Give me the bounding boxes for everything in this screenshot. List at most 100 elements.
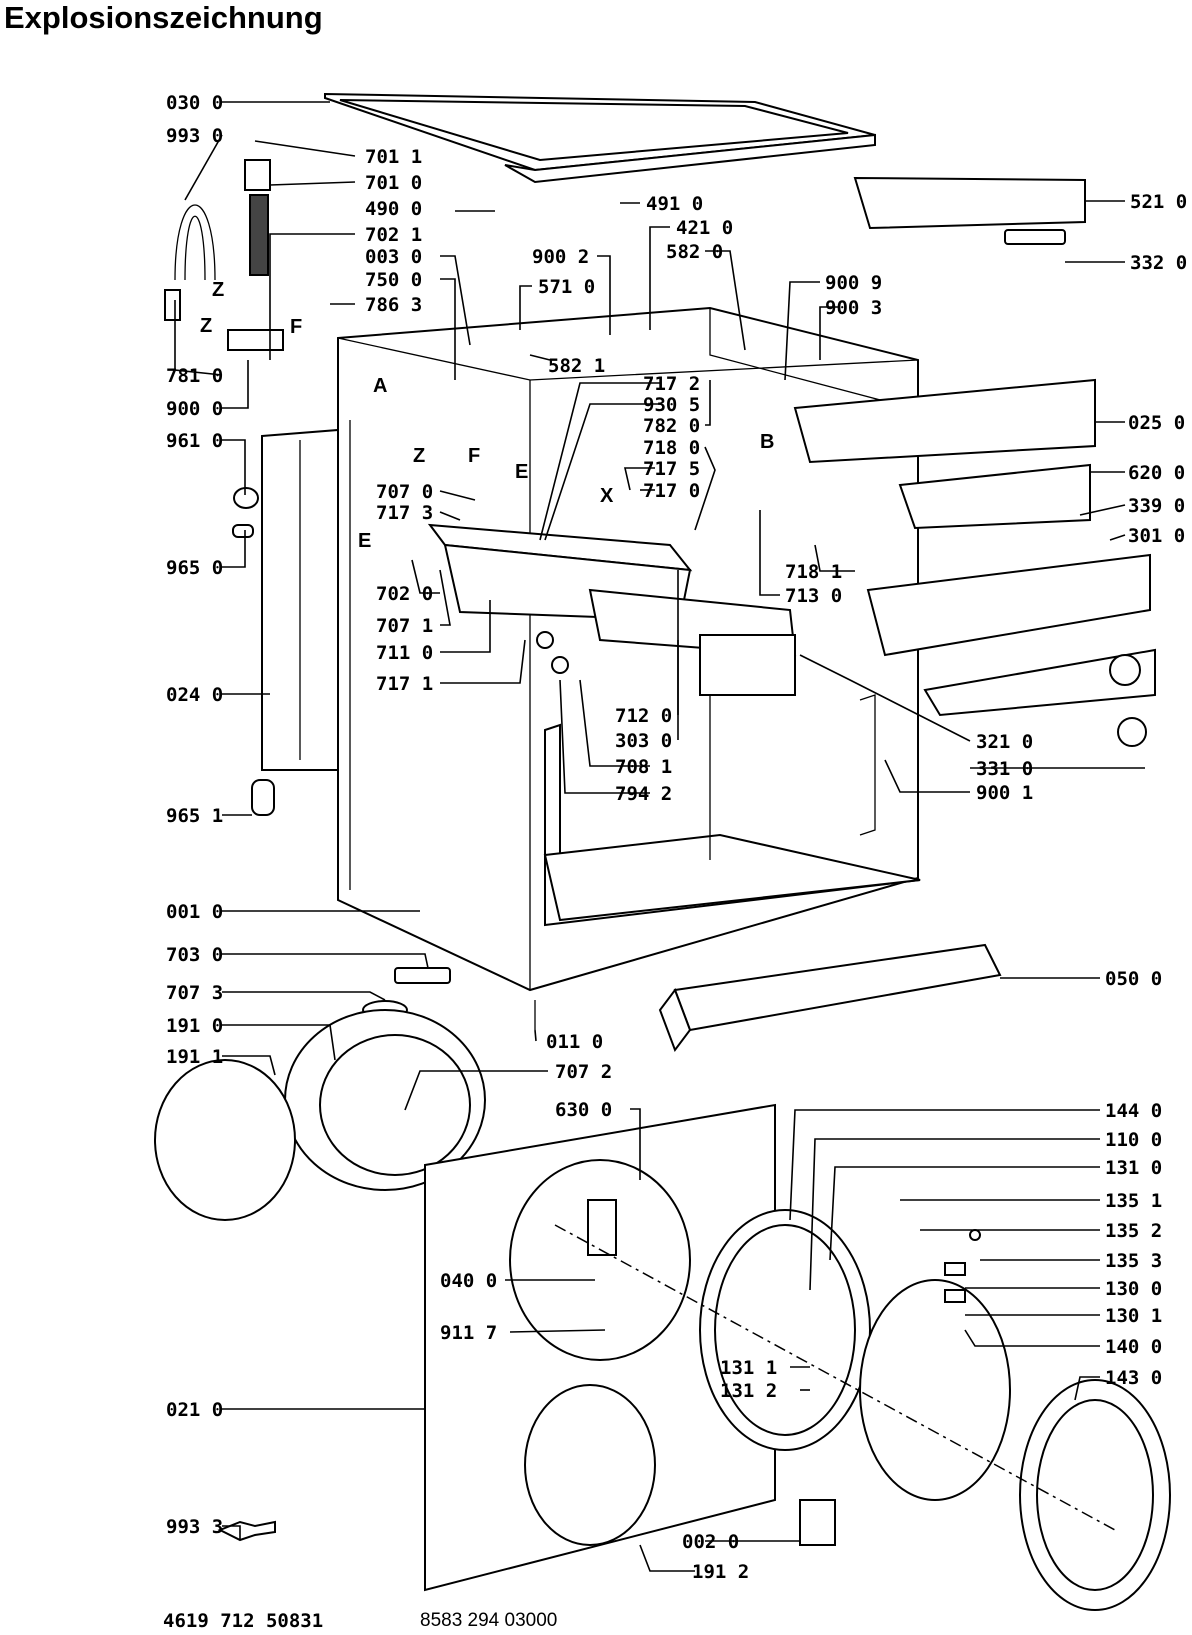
part-label: 024 0 <box>166 684 223 706</box>
part-label: 900 9 <box>825 272 882 294</box>
part-label: 713 0 <box>785 585 842 607</box>
part-label: 491 0 <box>646 193 703 215</box>
reference-letter: Z <box>413 445 425 467</box>
part-label: 025 0 <box>1128 412 1185 434</box>
part-label: 191 0 <box>166 1015 223 1037</box>
part-label: 965 0 <box>166 557 223 579</box>
left-panel-drawing <box>232 428 339 816</box>
part-label: 993 3 <box>166 1516 223 1538</box>
part-label: 135 3 <box>1105 1250 1162 1272</box>
part-label: 707 2 <box>555 1061 612 1083</box>
part-label: 191 1 <box>166 1046 223 1068</box>
bottom-plinth-drawing <box>362 943 1002 1053</box>
part-label: 143 0 <box>1105 1367 1162 1389</box>
reference-letter: Z <box>200 315 212 337</box>
part-label: 717 1 <box>376 673 433 695</box>
reference-letter: F <box>468 445 480 467</box>
part-label: 040 0 <box>440 1270 497 1292</box>
part-label: 011 0 <box>546 1031 603 1053</box>
part-label: 961 0 <box>166 430 223 452</box>
part-label: 707 3 <box>166 982 223 1004</box>
part-label: 620 0 <box>1128 462 1185 484</box>
part-label: 630 0 <box>555 1099 612 1121</box>
part-label: 750 0 <box>365 269 422 291</box>
part-label: 030 0 <box>166 92 223 114</box>
part-label: 521 0 <box>1130 191 1187 213</box>
part-label: 021 0 <box>166 1399 223 1421</box>
reference-letter: A <box>373 375 387 397</box>
part-label: 900 2 <box>532 246 589 268</box>
part-label: 301 0 <box>1128 525 1185 547</box>
document-number: 4619 712 50831 <box>163 1610 324 1632</box>
part-label: 708 1 <box>615 756 672 778</box>
part-label: 781 0 <box>166 365 223 387</box>
reference-letter: E <box>358 530 371 552</box>
part-label: 131 2 <box>720 1380 777 1402</box>
part-label: 711 0 <box>376 642 433 664</box>
part-label: 303 0 <box>615 730 672 752</box>
part-label: 131 1 <box>720 1357 777 1379</box>
part-label: 717 3 <box>376 502 433 524</box>
top-lid-drawing <box>324 92 876 184</box>
page-title: Explosionszeichnung <box>4 0 323 35</box>
part-label: 002 0 <box>682 1531 739 1553</box>
part-label: 339 0 <box>1128 495 1185 517</box>
part-label: 003 0 <box>365 246 422 268</box>
part-label: 717 2 <box>643 373 700 395</box>
part-label: 911 7 <box>440 1322 497 1344</box>
part-label: 135 1 <box>1105 1190 1162 1212</box>
part-label: 135 2 <box>1105 1220 1162 1242</box>
part-label: 717 5 <box>643 458 700 480</box>
part-label: 702 0 <box>376 583 433 605</box>
part-label: 786 3 <box>365 294 422 316</box>
part-label: 140 0 <box>1105 1336 1162 1358</box>
hoses-drawing <box>164 159 284 351</box>
part-label: 900 1 <box>976 782 1033 804</box>
reference-letter: F <box>290 316 302 338</box>
part-label: 703 0 <box>166 944 223 966</box>
catalog-number: 8583 294 03000 <box>420 1610 558 1631</box>
part-label: 110 0 <box>1105 1129 1162 1151</box>
part-label: 191 2 <box>692 1561 749 1583</box>
part-label: 332 0 <box>1130 252 1187 274</box>
part-label: 321 0 <box>976 731 1033 753</box>
part-label: 490 0 <box>365 198 422 220</box>
part-label: 582 0 <box>666 241 723 263</box>
part-label: 717 0 <box>643 480 700 502</box>
wrench-drawing <box>217 1520 276 1542</box>
part-label: 900 0 <box>166 398 223 420</box>
part-label: 144 0 <box>1105 1100 1162 1122</box>
part-label: 707 1 <box>376 615 433 637</box>
part-label: 718 0 <box>643 437 700 459</box>
part-label: 707 0 <box>376 481 433 503</box>
part-label: 050 0 <box>1105 968 1162 990</box>
part-label: 965 1 <box>166 805 223 827</box>
part-label: 131 0 <box>1105 1157 1162 1179</box>
part-label: 930 5 <box>643 394 700 416</box>
part-label: 701 0 <box>365 172 422 194</box>
part-label: 421 0 <box>676 217 733 239</box>
control-panel-drawings <box>793 176 1156 747</box>
part-label: 718 1 <box>785 561 842 583</box>
part-label: 331 0 <box>976 758 1033 780</box>
part-label: 794 2 <box>615 783 672 805</box>
part-label: 900 3 <box>825 297 882 319</box>
tub-and-front-drawing <box>154 1009 1171 1611</box>
part-label: 993 0 <box>166 125 223 147</box>
reference-letter: E <box>515 461 528 483</box>
part-label: 582 1 <box>548 355 605 377</box>
reference-letter: B <box>760 431 774 453</box>
cabinet-drawing <box>337 306 921 992</box>
detergent-drawer-drawing <box>427 523 797 696</box>
part-label: 702 1 <box>365 224 422 246</box>
part-label: 001 0 <box>166 901 223 923</box>
part-label: 571 0 <box>538 276 595 298</box>
part-label: 130 0 <box>1105 1278 1162 1300</box>
reference-letter: X <box>600 485 614 507</box>
leader-lines <box>174 101 1145 1572</box>
part-label: 130 1 <box>1105 1305 1162 1327</box>
part-label: 782 0 <box>643 415 700 437</box>
part-label: 712 0 <box>615 705 672 727</box>
part-label: 701 1 <box>365 146 422 168</box>
